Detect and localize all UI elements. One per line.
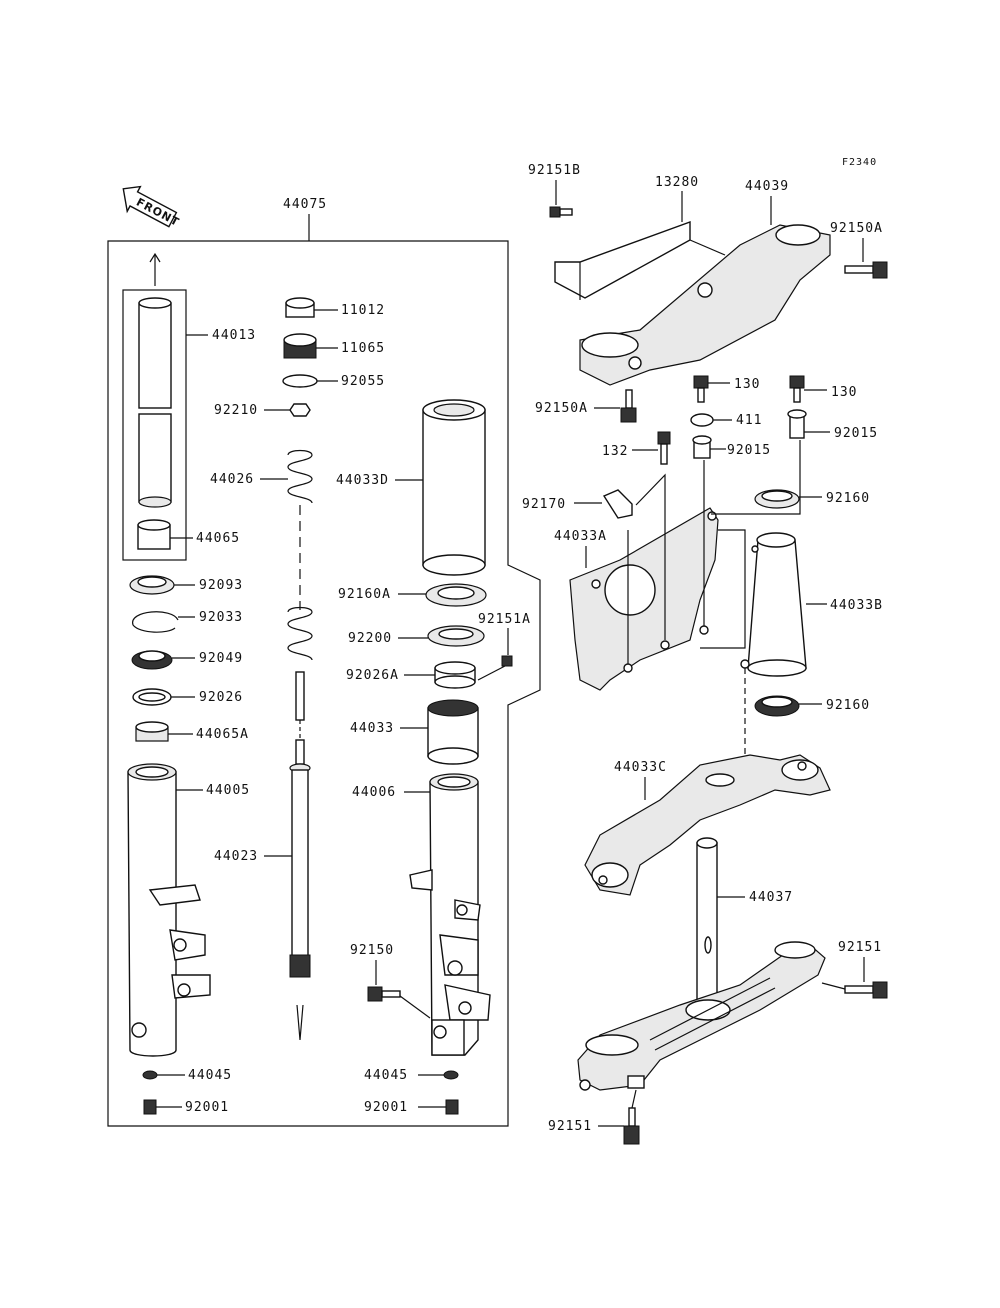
- label-411: 411: [736, 413, 762, 428]
- label-92093: 92093: [199, 578, 243, 593]
- label-92015-b: 92015: [834, 426, 878, 441]
- bolt-92150A-bottom: [620, 389, 637, 423]
- dust-seal-92093: [129, 575, 175, 595]
- bracket-44013: [122, 289, 187, 561]
- clamp-92026A: [434, 661, 476, 689]
- label-92151-bottom: 92151: [548, 1119, 592, 1134]
- label-11012: 11012: [341, 303, 385, 318]
- washer-92200: [427, 625, 485, 647]
- collar-92015-b: [787, 409, 807, 439]
- bolt-92151A: [477, 655, 513, 681]
- label-13280: 13280: [655, 175, 699, 190]
- diagram-code: F2340: [842, 157, 877, 168]
- label-11065: 11065: [341, 341, 385, 356]
- fork-assembly-frame: [107, 240, 541, 1127]
- label-44013: 44013: [212, 328, 256, 343]
- label-44026: 44026: [210, 472, 254, 487]
- label-44075: 44075: [283, 197, 327, 212]
- label-92150A-bottom: 92150A: [535, 401, 588, 416]
- label-92151B: 92151B: [528, 163, 581, 178]
- label-44045-left: 44045: [188, 1068, 232, 1083]
- label-44039: 44039: [745, 179, 789, 194]
- inner-tube-44013: [138, 297, 172, 508]
- label-92151A: 92151A: [478, 612, 531, 627]
- cover-44033A: [569, 507, 719, 691]
- bushing-44065A: [135, 721, 169, 742]
- bolt-92150A-top: [844, 261, 888, 279]
- cap-11012: [285, 297, 315, 318]
- nut-92210: [289, 403, 311, 417]
- bolt-92151-right: [821, 981, 888, 999]
- label-132: 132: [602, 444, 628, 459]
- label-92160-top: 92160: [826, 491, 870, 506]
- label-92055: 92055: [341, 374, 385, 389]
- steering-stem-44037: [577, 837, 826, 1091]
- cover-tube-44033B: [740, 532, 807, 677]
- label-44045-right: 44045: [364, 1068, 408, 1083]
- label-92170: 92170: [522, 497, 566, 512]
- label-92015-a: 92015: [727, 443, 771, 458]
- bolt-130-b: [789, 375, 805, 403]
- label-44065: 44065: [196, 531, 240, 546]
- label-44065A: 44065A: [196, 727, 249, 742]
- bolt-130-a: [693, 375, 709, 403]
- label-92200: 92200: [348, 631, 392, 646]
- bolt-92151-bottom: [623, 1089, 640, 1145]
- label-92210: 92210: [214, 403, 258, 418]
- upper-bracket-44039: [579, 224, 831, 386]
- label-44033D: 44033D: [336, 473, 389, 488]
- label-92160-bottom: 92160: [826, 698, 870, 713]
- collar-92015-a: [692, 435, 712, 459]
- bolt-92001-left: [143, 1099, 157, 1115]
- washer-44045-left: [142, 1070, 158, 1080]
- cap-bolt-11065: [283, 333, 317, 359]
- cover-tube-44033D: [422, 399, 486, 576]
- spring-44026: [287, 449, 313, 661]
- label-92001-right: 92001: [364, 1100, 408, 1115]
- circlip-92033: [132, 611, 179, 633]
- label-92033: 92033: [199, 610, 243, 625]
- guide-44033: [427, 699, 479, 765]
- label-92026: 92026: [199, 690, 243, 705]
- seat-92160A: [425, 583, 487, 607]
- washer-411: [690, 413, 714, 427]
- label-92049: 92049: [199, 651, 243, 666]
- outer-tube-44005: [127, 763, 211, 1057]
- label-44005: 44005: [206, 783, 250, 798]
- outer-tube-44006: [409, 773, 491, 1056]
- label-92150: 92150: [350, 943, 394, 958]
- damper-rod-44023: [289, 671, 311, 1041]
- label-44033A: 44033A: [554, 529, 607, 544]
- label-44023: 44023: [214, 849, 258, 864]
- label-130-b: 130: [831, 385, 857, 400]
- bolt-92001-right: [445, 1099, 459, 1115]
- seal-92160-bottom: [754, 695, 800, 717]
- clip-92170: [602, 489, 633, 519]
- washer-44045-right: [443, 1070, 459, 1080]
- o-ring-92055: [282, 374, 318, 388]
- bushing-44065: [137, 519, 171, 550]
- label-44033B: 44033B: [830, 598, 883, 613]
- label-44033C: 44033C: [614, 760, 667, 775]
- oil-seal-92049: [131, 650, 173, 670]
- label-44006: 44006: [352, 785, 396, 800]
- label-44037: 44037: [749, 890, 793, 905]
- label-92026A: 92026A: [346, 668, 399, 683]
- seal-92160-top: [754, 489, 800, 509]
- label-44033: 44033: [350, 721, 394, 736]
- plate-13280: [554, 221, 726, 300]
- bolt-92151B: [549, 206, 573, 218]
- bolt-132: [657, 431, 671, 465]
- front-arrow-icon: FRONT: [122, 185, 182, 229]
- label-130-a: 130: [734, 377, 760, 392]
- label-92151-right: 92151: [838, 940, 882, 955]
- cover-44033C: [584, 754, 831, 896]
- label-92160A: 92160A: [338, 587, 391, 602]
- label-92150A-top: 92150A: [830, 221, 883, 236]
- label-92001-left: 92001: [185, 1100, 229, 1115]
- bolt-92150: [367, 986, 431, 1019]
